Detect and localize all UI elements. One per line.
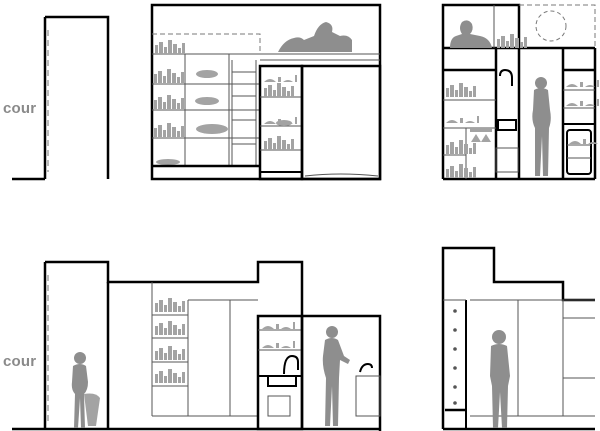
standing-man-silhouette [490,344,510,428]
skylight-circle [535,10,567,42]
courtyard-label-bottom: cour [3,353,37,370]
courtyard-person-silhouette [71,364,88,428]
section-a-courtyard-wall [12,15,110,181]
bathroom-person-silhouette [322,338,350,426]
section-b-loft-bed-and-storage [150,3,382,181]
refrigerator [566,129,592,175]
courtyard-label-top: cour [3,100,37,117]
section-d-courtyard-with-person [12,260,382,431]
section-e-living-room-with-person [441,246,595,431]
reclining-person-silhouette [278,22,352,52]
standing-woman-silhouette [532,88,551,176]
section-c-kitchen-and-bath [441,3,600,181]
